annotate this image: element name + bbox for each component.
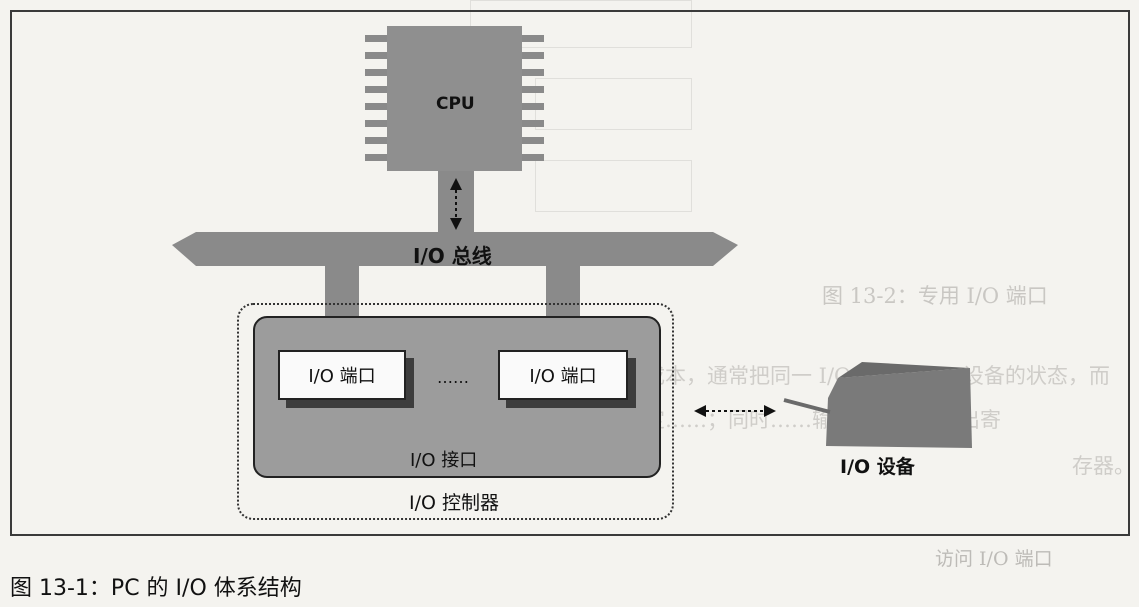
ghost-section-heading: 访问 I/O 端口 <box>935 548 1053 570</box>
figure-frame <box>10 10 1130 536</box>
controller-label: I/O 控制器 <box>409 492 499 514</box>
io-port-right: I/O 端口 <box>498 350 628 400</box>
io-port-left: I/O 端口 <box>278 350 406 400</box>
io-controller <box>237 303 674 520</box>
device-label: I/O 设备 <box>840 456 915 478</box>
bus-label: I/O 总线 <box>413 244 492 268</box>
ghost-box <box>535 160 692 212</box>
figure-caption: 图 13-1：PC 的 I/O 体系结构 <box>10 576 302 601</box>
io-device <box>783 362 972 448</box>
ports-ellipsis: …… <box>437 368 469 387</box>
interface-label: I/O 接口 <box>410 450 478 471</box>
cpu-chip <box>387 26 522 171</box>
ghost-para-line3: 存器。 <box>1072 454 1135 478</box>
ghost-fig-caption: 图 13-2：专用 I/O 端口 <box>822 284 1048 308</box>
io-bus <box>172 232 738 266</box>
cpu-label: CPU <box>436 94 475 114</box>
ghost-box <box>470 0 692 48</box>
cpu-pins <box>365 35 544 161</box>
